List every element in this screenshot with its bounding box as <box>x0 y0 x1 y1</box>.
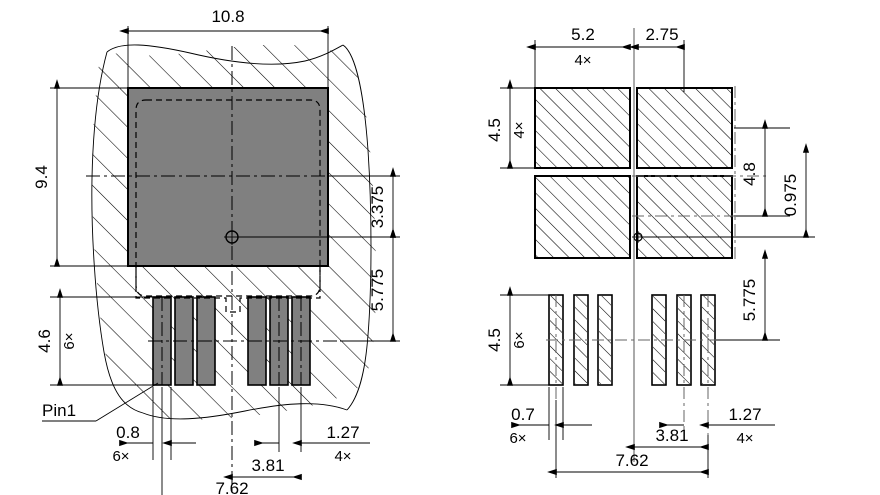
dimension-multiplier: 4× <box>511 121 528 138</box>
dimension-value: 2.75 <box>645 25 678 44</box>
dimension-5-2: 5.2 4× <box>526 25 631 92</box>
dimension-multiplier: 6× <box>61 332 78 349</box>
body-edge-left <box>91 51 144 414</box>
dimension-4-6: 4.6 6× <box>35 288 157 386</box>
pad-top-right <box>636 87 733 169</box>
dimension-multiplier: 4× <box>574 52 591 69</box>
dimension-value: 4.5 <box>485 118 504 142</box>
dimension-multiplier: 6× <box>511 331 528 348</box>
dimension-0-8: 0.8 6× <box>112 387 196 465</box>
origin-marker-left <box>224 229 340 245</box>
pin <box>700 294 716 435</box>
dimension-value: 4.8 <box>740 162 759 186</box>
pin <box>676 294 692 435</box>
dimension-value: 1.27 <box>326 423 359 442</box>
pin <box>651 294 667 386</box>
body-edge-top <box>106 44 344 65</box>
thermal-pad <box>127 87 329 267</box>
pin1-label: Pin1 <box>42 401 76 420</box>
right-view-group: 5.2 4× 2.75 4.5 4× 4.8 0.975 <box>485 25 815 478</box>
dimension-4-5-pins: 4.5 6× <box>485 286 553 386</box>
dimension-value: 3.375 <box>368 186 387 229</box>
dimension-5-775-right-view: 5.775 <box>716 249 780 341</box>
dimension-value: 9.4 <box>32 165 51 189</box>
dimension-10-8: 10.8 <box>119 7 329 92</box>
dimension-0-975: 0.975 <box>740 143 815 238</box>
dimension-7-62-left-view: 7.62 <box>161 387 249 495</box>
pad-bottom-right <box>636 175 733 259</box>
dimension-value: 1.27 <box>728 405 761 424</box>
dimension-value: 10.8 <box>211 7 244 26</box>
dimension-5-775: 5.775 <box>340 228 400 342</box>
left-view-group: 10.8 9.4 3.375 5.775 4.6 6× <box>32 7 400 495</box>
body-edge-bottom <box>142 403 348 420</box>
dimension-value: 3.81 <box>251 456 284 475</box>
dimension-9-4: 9.4 <box>32 79 132 267</box>
dimension-4-5-pads: 4.5 4× <box>485 79 539 169</box>
dimension-2-75: 2.75 <box>629 25 685 92</box>
dimension-value: 5.775 <box>740 279 759 322</box>
dimension-value: 0.7 <box>511 405 535 424</box>
dimension-value: 5.2 <box>571 25 595 44</box>
dimension-1-27-left-view: 1.27 4× <box>254 387 370 465</box>
dimension-value: 3.81 <box>655 426 688 445</box>
dimension-value: 0.8 <box>116 423 140 442</box>
pin1-callout: Pin1 <box>42 382 159 422</box>
dimension-1-27-right-view: 1.27 4× <box>659 405 775 447</box>
dimension-3-81-left-view: 3.81 <box>223 456 302 481</box>
dimension-multiplier: 4× <box>334 448 351 465</box>
dimension-multiplier: 4× <box>736 430 753 447</box>
dimension-value: 7.62 <box>615 451 648 470</box>
dimension-3-81-right-view: 3.81 <box>625 426 709 451</box>
pad-bottom-left <box>534 175 631 259</box>
pad-top-left <box>534 87 631 169</box>
dimension-value: 5.775 <box>368 269 387 312</box>
pin-root-hidden-outline <box>135 266 321 313</box>
pin1-leader-line-angled <box>95 382 159 422</box>
pin-group-left <box>148 296 392 386</box>
dimension-4-8: 4.8 <box>734 119 790 217</box>
dimension-value: 4.5 <box>485 328 504 352</box>
dimension-value: 0.975 <box>781 174 800 217</box>
body-edge-right <box>342 44 372 411</box>
dimension-multiplier: 6× <box>509 430 526 447</box>
dimension-value: 7.62 <box>215 479 248 495</box>
pin <box>548 294 564 400</box>
dimension-multiplier: 6× <box>112 448 129 465</box>
dimension-value: 4.6 <box>35 329 54 353</box>
dimension-7-62-right-view: 7.62 <box>547 400 709 478</box>
pad-hidden-outline <box>135 99 321 297</box>
pad-quad-group <box>534 87 733 259</box>
dimension-0-7: 0.7 6× <box>509 387 592 447</box>
